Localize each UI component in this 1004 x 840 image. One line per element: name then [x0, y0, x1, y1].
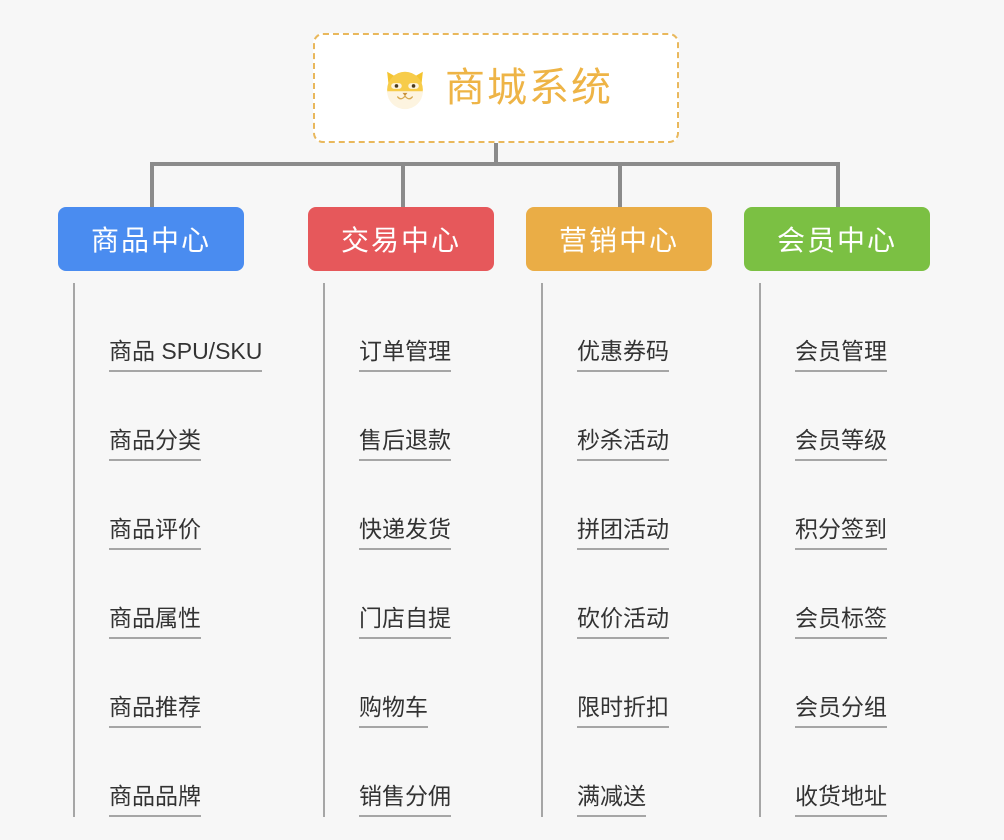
leaf-label: 门店自提	[359, 603, 451, 639]
list-item[interactable]: 快递发货	[325, 461, 508, 550]
branch-header-trade-center[interactable]: 交易中心	[308, 207, 494, 271]
connector-drop-4	[836, 162, 840, 207]
list-item[interactable]: 商品属性	[75, 550, 288, 639]
branch-header-product-center[interactable]: 商品中心	[58, 207, 244, 271]
connector-drop-2	[401, 162, 405, 207]
leaf-label: 售后退款	[359, 425, 451, 461]
list-item[interactable]: 会员管理	[761, 283, 938, 372]
branch-label: 交易中心	[340, 225, 461, 256]
leaf-list-marketing-center: 优惠券码 秒杀活动 拼团活动 砍价活动 限时折扣 满减送	[541, 283, 720, 817]
leaf-label: 订单管理	[359, 336, 451, 372]
list-item[interactable]: 门店自提	[325, 550, 508, 639]
list-item[interactable]: 满减送	[543, 728, 720, 817]
leaf-label: 商品属性	[109, 603, 201, 639]
list-item[interactable]: 收货地址	[761, 728, 938, 817]
list-item[interactable]: 商品分类	[75, 372, 288, 461]
leaf-label: 购物车	[359, 692, 428, 728]
leaf-list-trade-center: 订单管理 售后退款 快递发货 门店自提 购物车 销售分佣	[323, 283, 508, 817]
leaf-label: 商品推荐	[109, 692, 201, 728]
root-node[interactable]: 商城系统	[313, 33, 679, 143]
branch-product-center: 商品中心 商品 SPU/SKU 商品分类 商品评价 商品属性 商品推荐 商品品牌	[58, 207, 288, 817]
leaf-label: 商品评价	[109, 514, 201, 550]
leaf-list-product-center: 商品 SPU/SKU 商品分类 商品评价 商品属性 商品推荐 商品品牌	[73, 283, 288, 817]
leaf-label: 会员分组	[795, 692, 887, 728]
leaf-label: 优惠券码	[577, 336, 669, 372]
branch-header-marketing-center[interactable]: 营销中心	[526, 207, 712, 271]
branch-label: 商品中心	[90, 225, 211, 256]
leaf-label: 收货地址	[795, 781, 887, 817]
list-item[interactable]: 商品 SPU/SKU	[75, 283, 288, 372]
shiba-dog-face-icon	[379, 62, 431, 114]
branch-trade-center: 交易中心 订单管理 售后退款 快递发货 门店自提 购物车 销售分佣	[308, 207, 508, 817]
list-item[interactable]: 积分签到	[761, 461, 938, 550]
leaf-label: 积分签到	[795, 514, 887, 550]
branch-label: 营销中心	[558, 225, 679, 256]
connector-drop-3	[618, 162, 622, 207]
list-item[interactable]: 销售分佣	[325, 728, 508, 817]
leaf-label: 销售分佣	[359, 781, 451, 817]
leaf-label: 快递发货	[359, 514, 451, 550]
leaf-label: 会员标签	[795, 603, 887, 639]
list-item[interactable]: 售后退款	[325, 372, 508, 461]
branch-marketing-center: 营销中心 优惠券码 秒杀活动 拼团活动 砍价活动 限时折扣 满减送	[526, 207, 720, 817]
list-item[interactable]: 砍价活动	[543, 550, 720, 639]
connector-horizontal-bus	[150, 162, 840, 166]
list-item[interactable]: 会员分组	[761, 639, 938, 728]
connector-root-stem	[494, 143, 498, 165]
list-item[interactable]: 会员等级	[761, 372, 938, 461]
list-item[interactable]: 会员标签	[761, 550, 938, 639]
leaf-label: 限时折扣	[577, 692, 669, 728]
branch-member-center: 会员中心 会员管理 会员等级 积分签到 会员标签 会员分组 收货地址	[744, 207, 938, 817]
list-item[interactable]: 商品推荐	[75, 639, 288, 728]
list-item[interactable]: 商品评价	[75, 461, 288, 550]
list-item[interactable]: 拼团活动	[543, 461, 720, 550]
leaf-label: 会员等级	[795, 425, 887, 461]
list-item[interactable]: 订单管理	[325, 283, 508, 372]
leaf-label: 商品分类	[109, 425, 201, 461]
branch-label: 会员中心	[776, 225, 897, 256]
list-item[interactable]: 优惠券码	[543, 283, 720, 372]
list-item[interactable]: 秒杀活动	[543, 372, 720, 461]
list-item[interactable]: 购物车	[325, 639, 508, 728]
list-item[interactable]: 商品品牌	[75, 728, 288, 817]
leaf-label: 会员管理	[795, 336, 887, 372]
leaf-list-member-center: 会员管理 会员等级 积分签到 会员标签 会员分组 收货地址	[759, 283, 938, 817]
branch-header-member-center[interactable]: 会员中心	[744, 207, 930, 271]
leaf-label: 砍价活动	[577, 603, 669, 639]
leaf-label: 商品 SPU/SKU	[109, 336, 263, 372]
leaf-label: 商品品牌	[109, 781, 201, 817]
leaf-label: 满减送	[577, 781, 646, 817]
list-item[interactable]: 限时折扣	[543, 639, 720, 728]
leaf-label: 拼团活动	[577, 514, 669, 550]
connector-drop-1	[150, 162, 154, 207]
root-label: 商城系统	[445, 66, 613, 110]
leaf-label: 秒杀活动	[577, 425, 669, 461]
